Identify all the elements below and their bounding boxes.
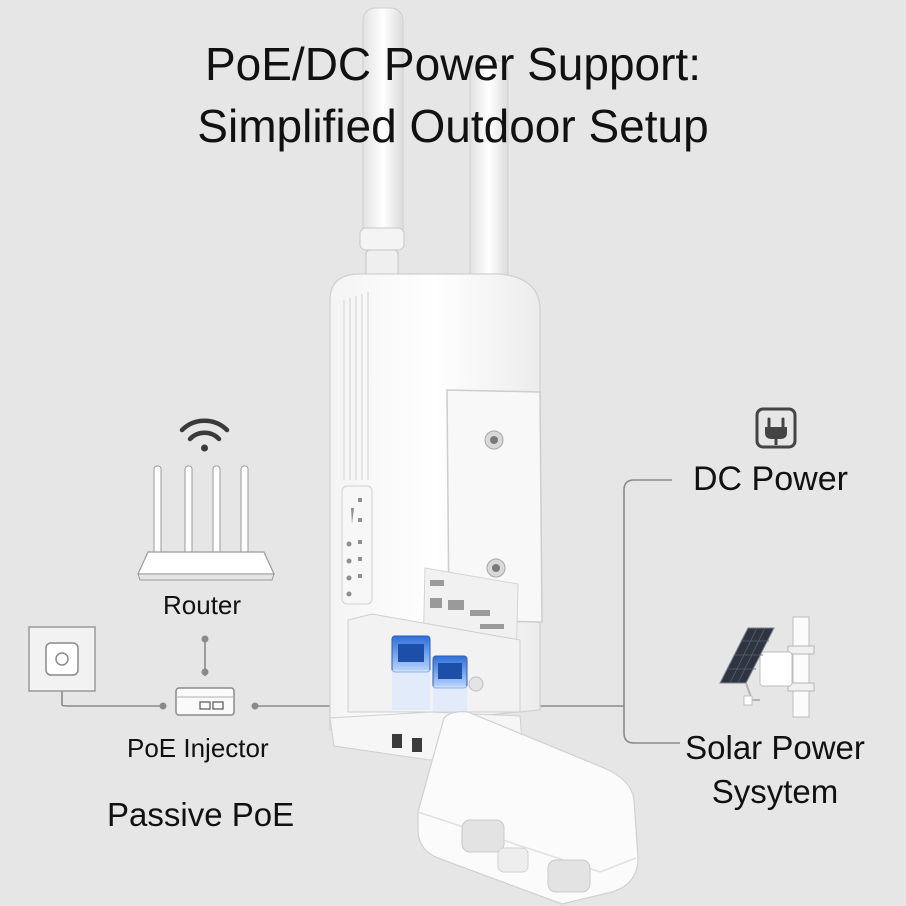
router-device	[137, 465, 275, 581]
outdoor-device-body	[329, 273, 543, 761]
passive-poe-label: Passive PoE	[107, 796, 295, 833]
dc-plug-icon	[755, 407, 797, 449]
page-title-line-2: Simplified Outdoor Setup	[197, 100, 709, 152]
poe-injector-device	[175, 687, 235, 716]
outlet-to-injector-line	[61, 668, 160, 707]
page-title-line-1: PoE/DC Power Support:	[204, 38, 701, 90]
solar-power-system-image	[719, 616, 815, 718]
wifi-icon	[179, 418, 230, 452]
router-label: Router	[163, 590, 242, 620]
wall-outlet-icon	[28, 626, 96, 692]
dc-power-label: DC Power	[693, 460, 848, 498]
solar-power-system-label: Solar Power Sysytem	[685, 729, 865, 810]
connection-lines	[61, 479, 680, 744]
antenna-left	[359, 7, 405, 281]
poe-injector-label: PoE Injector	[127, 733, 269, 763]
dc-power-line	[623, 479, 680, 744]
port-cover	[417, 711, 639, 905]
